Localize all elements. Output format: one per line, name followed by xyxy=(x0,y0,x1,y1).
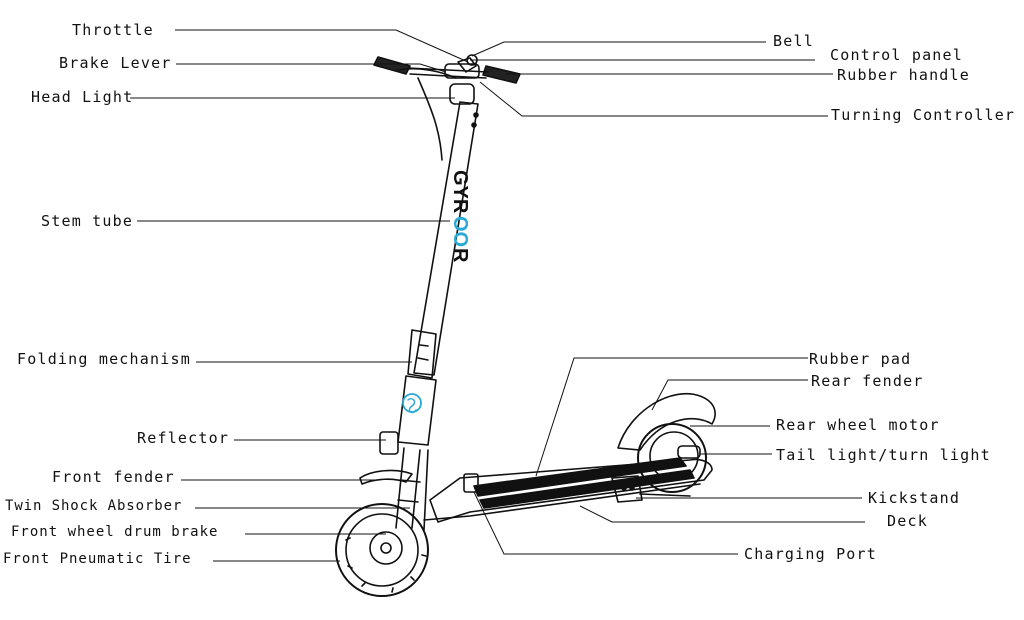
label-control-panel: Control panel xyxy=(830,46,963,64)
head-tube-logo xyxy=(402,393,422,413)
label-stem-tube: Stem tube xyxy=(41,212,134,230)
throttle-shape xyxy=(457,57,477,73)
head-light-shape xyxy=(449,83,475,105)
deck-shape xyxy=(429,458,713,523)
label-front-tire: Front Pneumatic Tire xyxy=(3,551,192,567)
deck-frame xyxy=(423,483,701,521)
leader-rubber-pad xyxy=(535,357,808,477)
label-brake-lever: Brake Lever xyxy=(59,54,172,72)
stem-brand: GYR OO R xyxy=(449,170,471,263)
svg-text:GYR: GYR xyxy=(449,170,471,214)
label-charging-port: Charging Port xyxy=(744,545,877,563)
svg-text:R: R xyxy=(449,248,471,263)
label-twin-shock-absorber: Twin Shock Absorber xyxy=(5,498,183,514)
leader-brake-lever xyxy=(176,63,447,73)
label-throttle: Throttle xyxy=(72,21,154,39)
reflector-shape xyxy=(379,431,399,455)
front-fender-shape xyxy=(359,469,413,485)
rear-wheel-shape xyxy=(637,423,707,493)
leader-bell xyxy=(471,41,766,57)
label-folding-mechanism: Folding mechanism xyxy=(17,350,191,368)
label-turning-controller: Turning Controller xyxy=(831,106,1016,124)
label-bell: Bell xyxy=(773,32,814,50)
leader-rear-fender xyxy=(651,379,808,411)
rear-motor-shape xyxy=(649,431,699,481)
tail-light-shape xyxy=(677,445,701,459)
svg-text:OO: OO xyxy=(449,216,471,247)
leader-charging xyxy=(473,491,738,555)
left-grip xyxy=(373,56,411,75)
head-tube xyxy=(397,375,437,446)
label-head-light: Head Light xyxy=(31,88,134,106)
leader-turning xyxy=(479,81,828,117)
label-rear-wheel-motor: Rear wheel motor xyxy=(776,416,940,434)
label-kickstand: Kickstand xyxy=(868,489,961,507)
brake-lever-shape xyxy=(397,67,457,79)
label-rubber-handle: Rubber handle xyxy=(837,66,970,84)
label-rear-fender: Rear fender xyxy=(811,372,924,390)
brake-cable xyxy=(417,77,443,161)
front-tire-shape xyxy=(335,503,429,597)
label-tail-light: Tail light/turn light xyxy=(776,446,991,464)
label-deck: Deck xyxy=(887,512,928,530)
charging-port-shape xyxy=(463,473,479,493)
label-rubber-pad: Rubber pad xyxy=(809,350,912,368)
label-front-drum-brake: Front wheel drum brake xyxy=(11,524,219,540)
stem-tube-shape xyxy=(413,101,479,376)
leader-deck xyxy=(579,505,865,523)
drum-brake-shape xyxy=(369,531,403,565)
kickstand-shape xyxy=(611,475,643,503)
rear-fender-shape xyxy=(617,392,716,451)
label-front-fender: Front fender xyxy=(52,468,175,486)
label-reflector: Reflector xyxy=(137,429,230,447)
leader-throttle xyxy=(175,29,469,63)
folding-shape xyxy=(407,329,437,379)
control-panel-shape xyxy=(444,63,480,79)
shock-absorber-shape xyxy=(395,447,429,531)
